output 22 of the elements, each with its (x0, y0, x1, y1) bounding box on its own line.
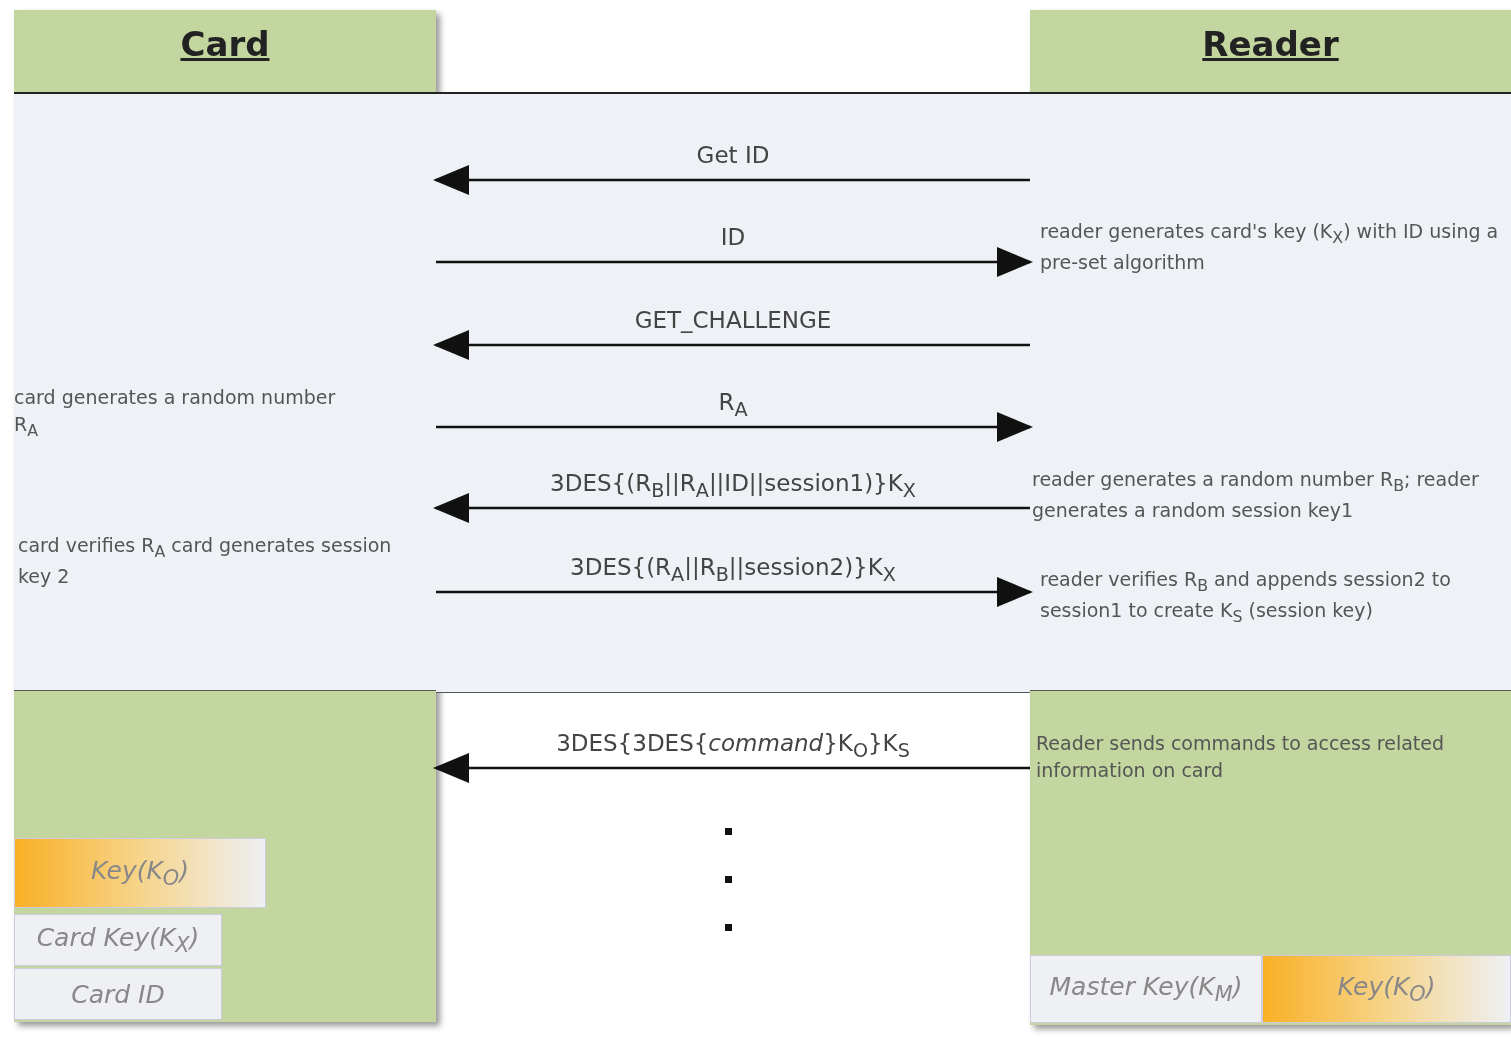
annotation-note: reader verifies R$_{B}$ and appends session2 to session1 to create K$_{S}$ (session key) (1040, 567, 1452, 628)
key-box: Master Key(K$_{M}$) (1030, 955, 1262, 1023)
column-title: Reader (1201, 24, 1340, 64)
lifeline-column (1030, 10, 1511, 1025)
annotation-note: Reader sends commands to access related information on card (1036, 731, 1446, 783)
message-arrow (433, 330, 1030, 360)
annotation-note: reader generates a random number R$_{B}$; reader generates a random session key1 (1032, 467, 1480, 523)
message-arrow (433, 753, 1030, 783)
annotation-note: card generates a random number R$_{A}$ (14, 385, 337, 442)
key-box: Card ID (14, 968, 222, 1020)
column-title: Card (179, 24, 271, 64)
lifeline-column (14, 10, 436, 1022)
message-arrow (433, 493, 1030, 523)
key-box: Card Key(K$_{X}$) (14, 914, 222, 966)
message-arrow (436, 412, 1033, 442)
annotation-note: card verifies R$_{A}$ card generates session key 2 (18, 533, 393, 589)
message-arrow (436, 577, 1033, 607)
annotation-note: reader generates card's key (K$_{X}$) with ID using a pre-set algorithm (1040, 219, 1500, 275)
key-box: Key(K$_{O}$) (14, 838, 266, 908)
message-arrow (436, 247, 1033, 277)
key-box: Key(K$_{O}$) (1262, 955, 1511, 1023)
message-arrow (433, 165, 1030, 195)
